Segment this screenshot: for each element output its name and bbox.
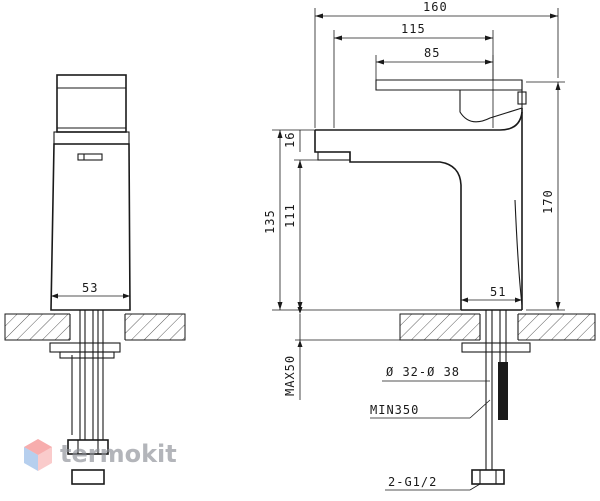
dim-thread: 2-G1/2	[388, 475, 437, 489]
hexagon-cube-icon	[24, 439, 52, 471]
dim-hose-min: MIN350	[370, 403, 419, 417]
dim-body-height: 111	[283, 203, 297, 228]
dim-hole-diameter: Ø 32-Ø 38	[386, 365, 460, 379]
side-view	[4, 74, 186, 485]
dim-overall-length: 160	[423, 0, 448, 14]
dim-base-width: 51	[490, 285, 506, 299]
front-view	[272, 8, 596, 491]
dim-height: 170	[541, 189, 555, 214]
watermark-brand: termokit	[60, 440, 177, 468]
dim-max-counter: MAX50	[283, 355, 297, 396]
dim-spout-thickness: 16	[283, 132, 297, 148]
dim-body-width: 53	[82, 281, 98, 295]
dim-spout-height: 135	[263, 209, 277, 234]
dim-spout-length: 115	[401, 22, 426, 36]
dim-handle-length: 85	[424, 46, 440, 60]
